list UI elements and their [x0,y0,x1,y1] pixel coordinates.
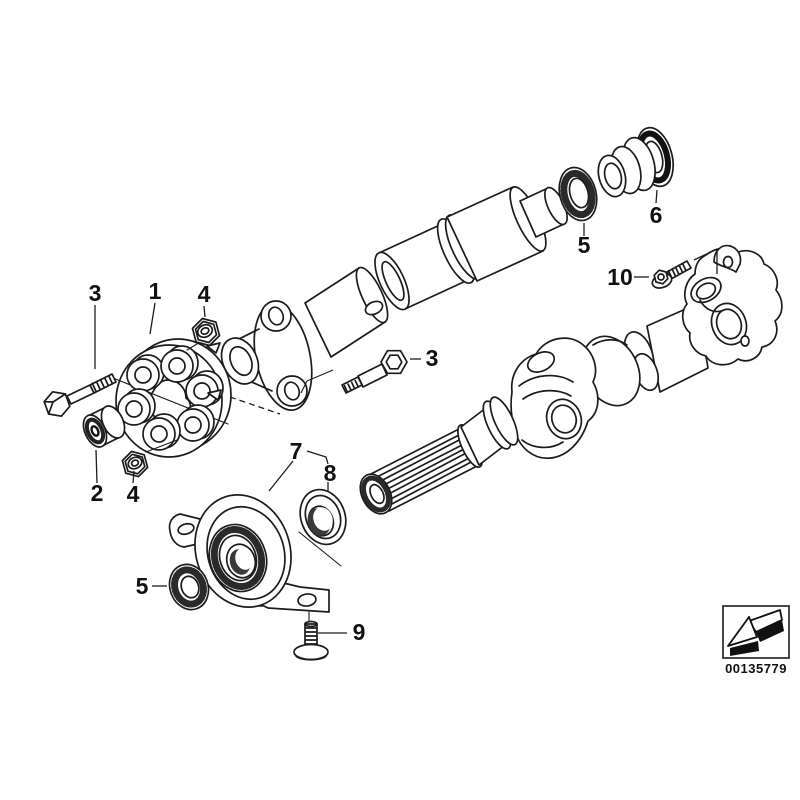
callout-dust-boot[interactable]: 6 [650,202,663,228]
dust-boot-drawing [597,126,675,198]
rear-flange-cv-joint [681,244,783,366]
callout-screw[interactable]: 9 [353,619,366,645]
callout-nut-upper[interactable]: 4 [198,281,211,307]
callout-lock-ring-center-mount[interactable]: 5 [136,573,149,599]
lock-ring-shaft-drawing [558,166,598,222]
leader-lines [94,189,718,634]
callout-ball-bearing[interactable]: 8 [324,460,337,486]
centering-bush-drawing [82,405,126,448]
ball-bearing-drawing [299,488,347,546]
front-shaft-front-section [304,266,389,358]
lock-ring-center-mount-drawing [168,563,210,611]
callout-bolt-middle[interactable]: 3 [426,345,439,371]
flex-disc-drawing [112,338,232,458]
nut-lower-drawing [121,343,198,478]
callout-labels: 3 1 4 2 4 5 7 8 9 3 5 6 10 [89,202,663,645]
part-number: 00135779 [725,661,787,676]
callout-lock-ring-shaft[interactable]: 5 [578,232,591,258]
callout-bolt-front[interactable]: 3 [89,280,102,306]
callout-bolt-rear[interactable]: 10 [607,264,633,290]
alignment-wedge-mark [207,389,222,401]
page-arrow-icon [727,609,784,656]
bolt-middle-drawing [341,349,408,394]
nut-upper-drawing [191,317,221,347]
flex-disc-bushings [117,345,224,451]
bolt-front-drawing [43,373,117,418]
part-number-box: 00135779 [722,605,790,676]
callout-nut-lower[interactable]: 4 [127,481,140,507]
callout-center-mount[interactable]: 7 [290,438,303,464]
callout-centering-bush[interactable]: 2 [91,480,104,506]
center-mount-drawing [168,494,342,613]
bolt-rear-drawing [651,260,692,289]
front-flange [220,300,313,411]
splined-shaft [359,396,519,515]
assembly-centerline [229,369,334,415]
callout-flex-disc[interactable]: 1 [149,278,162,304]
front-shaft-rear-section [374,186,568,311]
screw-drawing [293,611,329,661]
